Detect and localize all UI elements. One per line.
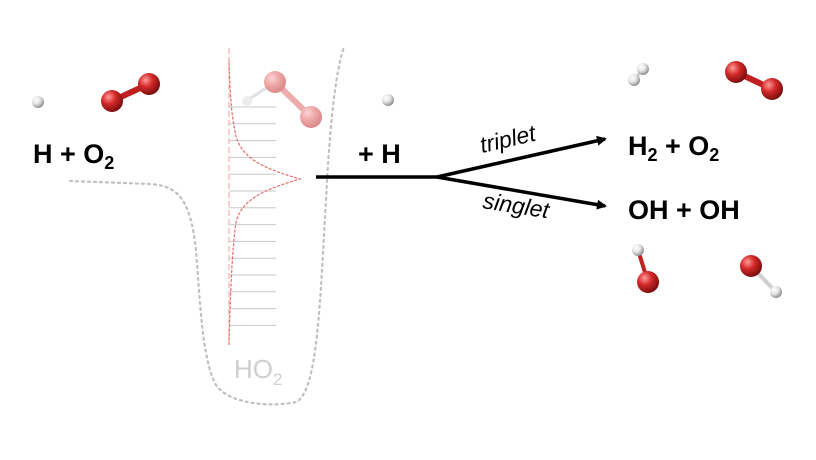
potential-energy-curve xyxy=(68,45,346,406)
singlet-products-label: OH + OH xyxy=(628,195,740,225)
hydrogen-atom-icon xyxy=(32,96,44,108)
reactants-label: H + O2 xyxy=(33,139,114,173)
wavefunction-curve xyxy=(228,59,303,346)
intermediate-label: HO2 xyxy=(234,354,282,389)
triplet-arrow xyxy=(436,135,607,179)
oxygen-molecule-icon xyxy=(725,61,783,100)
triplet-label: triplet xyxy=(477,120,539,158)
hydroxyl-molecule-icon xyxy=(632,244,659,293)
oxygen-molecule-icon xyxy=(101,73,160,112)
hydroxyl-molecule-icon xyxy=(740,255,782,298)
hydrogen-atom-icon xyxy=(382,94,394,106)
h2-molecule-icon xyxy=(628,63,649,86)
vibrational-levels xyxy=(229,106,276,326)
singlet-label: singlet xyxy=(481,187,552,223)
ho2-molecule-icon xyxy=(242,71,322,128)
triplet-products-label: H2 + O2 xyxy=(628,131,719,165)
added-reactant-label: + H xyxy=(358,139,401,169)
singlet-arrow xyxy=(436,175,607,210)
